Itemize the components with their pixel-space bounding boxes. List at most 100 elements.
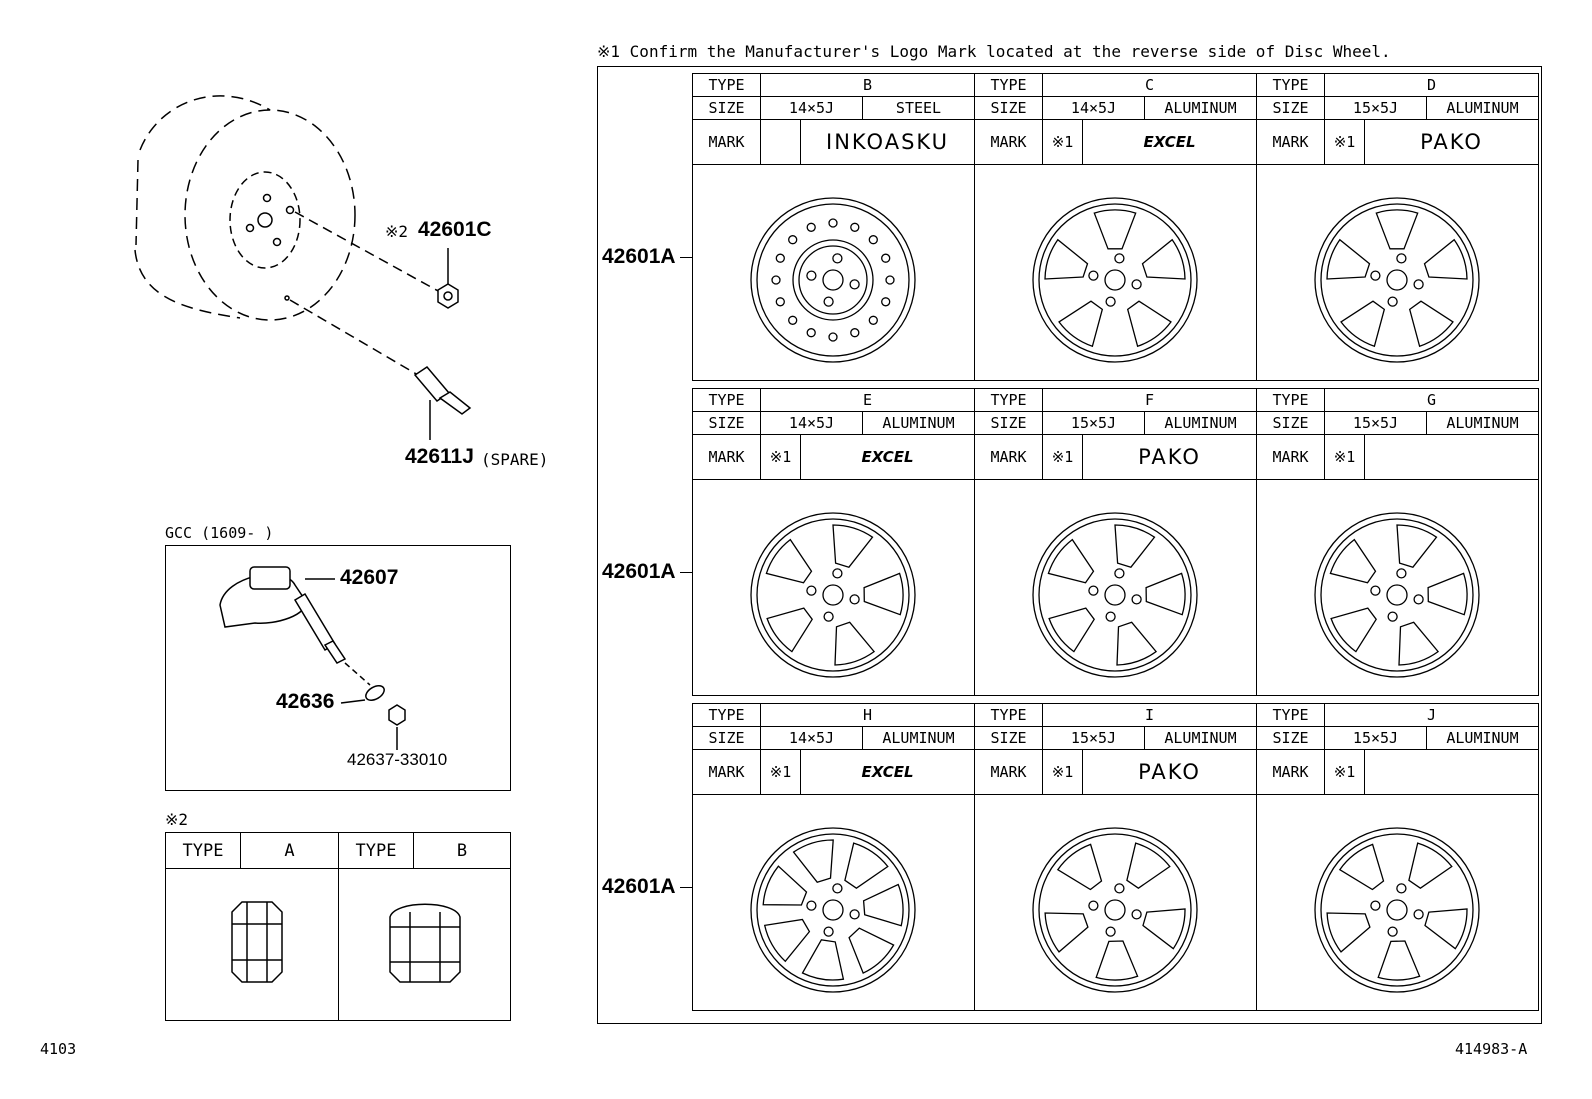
alloy-wheel-icon bbox=[1032, 827, 1198, 993]
washer-icon bbox=[365, 685, 385, 701]
steel-wheel-icon bbox=[750, 197, 916, 363]
wheel-type: H bbox=[760, 703, 975, 727]
type-label: TYPE bbox=[338, 832, 414, 869]
mark-note: ※1 bbox=[1324, 434, 1365, 480]
mark-note: ※1 bbox=[1042, 749, 1083, 795]
mark-note bbox=[760, 119, 801, 165]
size-label: SIZE bbox=[974, 411, 1043, 435]
nut-type-a-icon bbox=[231, 901, 283, 983]
gcc-title: GCC (1609- ) bbox=[165, 524, 274, 542]
type-b-label: B bbox=[413, 832, 511, 869]
part-number-42601a[interactable]: 42601A bbox=[602, 245, 676, 268]
part-number-42601c[interactable]: 42601C bbox=[418, 218, 492, 241]
manufacturer-logo: PAKO bbox=[1364, 119, 1539, 165]
wheel-material: ALUMINUM bbox=[1144, 726, 1257, 750]
type-label: TYPE bbox=[692, 703, 761, 727]
wheel-type: C bbox=[1042, 73, 1257, 97]
nut-type-table: TYPE A TYPE B bbox=[165, 832, 511, 1021]
leader-line bbox=[680, 257, 692, 258]
wheel-type: I bbox=[1042, 703, 1257, 727]
part-number-42607[interactable]: 42607 bbox=[340, 566, 399, 589]
wheel-type: D bbox=[1324, 73, 1539, 97]
wheel-type: F bbox=[1042, 388, 1257, 412]
alloy-wheel-icon bbox=[750, 512, 916, 678]
wheel-size: 14×5J bbox=[760, 726, 863, 750]
mark-label: MARK bbox=[974, 749, 1043, 795]
manufacturer-logo: EXCEL bbox=[800, 749, 975, 795]
alloy-wheel-icon bbox=[1314, 512, 1480, 678]
mark-label: MARK bbox=[1256, 119, 1325, 165]
part-number-42636[interactable]: 42636 bbox=[276, 690, 335, 713]
wheel-size: 15×5J bbox=[1042, 411, 1145, 435]
type-label: TYPE bbox=[692, 388, 761, 412]
type-label: TYPE bbox=[974, 388, 1043, 412]
size-label: SIZE bbox=[692, 726, 761, 750]
spare-note: (SPARE) bbox=[481, 450, 549, 469]
exploded-drawing bbox=[134, 95, 472, 440]
mark-label: MARK bbox=[692, 434, 761, 480]
nut-type-b-cell bbox=[338, 868, 511, 1021]
mark-label: MARK bbox=[974, 119, 1043, 165]
wheel-drawing-cell bbox=[692, 479, 975, 696]
valve-stem-icon bbox=[413, 366, 472, 440]
wheel-type: J bbox=[1324, 703, 1539, 727]
mark-label: MARK bbox=[974, 434, 1043, 480]
mark-note: ※1 bbox=[760, 749, 801, 795]
reference-code: 414983-A bbox=[1455, 1040, 1528, 1058]
tpms-sensor-drawing bbox=[219, 566, 406, 750]
mark-label: MARK bbox=[692, 749, 761, 795]
mark-note: ※1 bbox=[1324, 749, 1365, 795]
nut-type-a-cell bbox=[165, 868, 339, 1021]
wheel-material: ALUMINUM bbox=[1426, 96, 1539, 120]
wheel-size: 15×5J bbox=[1324, 96, 1427, 120]
gcc-box bbox=[165, 545, 511, 791]
size-label: SIZE bbox=[692, 411, 761, 435]
footnote-1: ※1 Confirm the Manufacturer's Logo Mark … bbox=[597, 42, 1391, 61]
type-label: TYPE bbox=[974, 703, 1043, 727]
wheel-panel bbox=[597, 66, 1542, 1024]
wheel-drawing-cell bbox=[692, 164, 975, 381]
type-label: TYPE bbox=[165, 832, 241, 869]
type-label: TYPE bbox=[692, 73, 761, 97]
alloy-wheel-icon bbox=[1314, 827, 1480, 993]
wheel-material: ALUMINUM bbox=[1144, 411, 1257, 435]
part-number-42637-33010[interactable]: 42637-33010 bbox=[347, 750, 448, 769]
mark-label: MARK bbox=[1256, 749, 1325, 795]
wheel-size: 14×5J bbox=[760, 96, 863, 120]
leader-line bbox=[680, 572, 692, 573]
manufacturer-logo: EXCEL bbox=[1082, 119, 1257, 165]
size-label: SIZE bbox=[692, 96, 761, 120]
part-number-42611j[interactable]: 42611J bbox=[405, 445, 474, 468]
wheel-drawing-cell bbox=[1256, 479, 1539, 696]
mark-note: ※1 bbox=[1324, 119, 1365, 165]
part-number-42601a[interactable]: 42601A bbox=[602, 560, 676, 583]
wheel-material: ALUMINUM bbox=[1426, 726, 1539, 750]
type-a-label: A bbox=[240, 832, 339, 869]
manufacturer-logo: PAKO bbox=[1082, 434, 1257, 480]
wheel-material: ALUMINUM bbox=[862, 411, 975, 435]
page-number: 4103 bbox=[40, 1040, 77, 1058]
part-number-42601a[interactable]: 42601A bbox=[602, 875, 676, 898]
manufacturer-logo bbox=[1364, 434, 1539, 480]
nut-note-mark: ※2 bbox=[385, 222, 409, 241]
type-label: TYPE bbox=[1256, 73, 1325, 97]
wheel-drawing-cell bbox=[974, 794, 1257, 1011]
wheel-rim-icon bbox=[134, 95, 356, 321]
type-label: TYPE bbox=[1256, 388, 1325, 412]
wheel-material: ALUMINUM bbox=[862, 726, 975, 750]
wheel-size: 15×5J bbox=[1324, 411, 1427, 435]
wheel-type: G bbox=[1324, 388, 1539, 412]
wheel-material: ALUMINUM bbox=[1426, 411, 1539, 435]
wheel-size: 15×5J bbox=[1324, 726, 1427, 750]
wheel-type: B bbox=[760, 73, 975, 97]
note2-title: ※2 bbox=[165, 810, 189, 829]
tpms-sensor-icon bbox=[219, 566, 347, 664]
type-label: TYPE bbox=[1256, 703, 1325, 727]
